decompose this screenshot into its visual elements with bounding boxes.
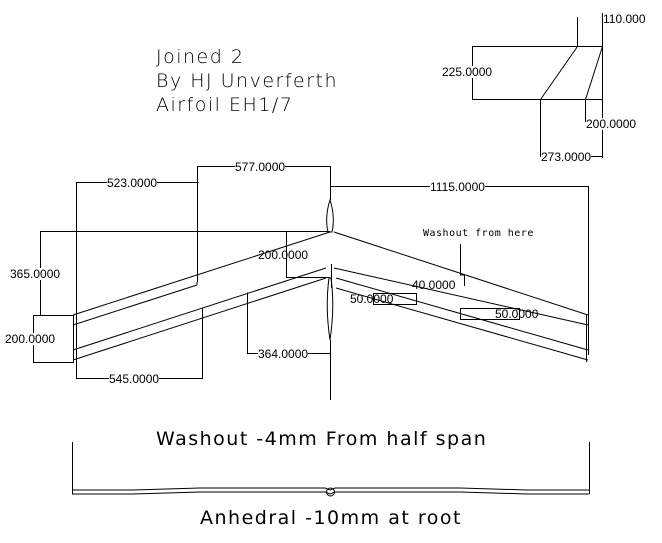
dim-200-center-label: 200.0000 [258, 248, 309, 262]
washout-leader-line [460, 244, 465, 286]
dim-40-label: 40.0000 [412, 278, 456, 292]
dim-273-label: 273.0000 [541, 150, 592, 164]
dim-364-label: 364.0000 [258, 347, 309, 361]
dim-545-label: 545.0000 [109, 372, 160, 386]
dim-365-line [40, 231, 330, 315]
fuselage-circle [326, 487, 335, 497]
dim-577-label: 577.0000 [235, 160, 286, 174]
planform [33, 166, 589, 400]
dim-200-center-line [286, 231, 330, 278]
rear-wing-te-right [335, 287, 589, 361]
title-line-2: By HJ Unverferth [156, 70, 339, 92]
dim-110-label: 110.000 [603, 12, 646, 26]
rear-wing-te-left [72, 277, 327, 361]
dim-1115-label: 1115.0000 [430, 180, 485, 194]
wing-lower-profile [72, 491, 589, 495]
title-line-1: Joined 2 [156, 46, 245, 68]
washout-marker-box [460, 308, 520, 320]
dim-50-left-label: 50.0000 [350, 292, 394, 306]
washout-marker-box [373, 293, 417, 305]
dim-364-line [247, 292, 330, 354]
front-wing-te-right [333, 267, 589, 326]
dim-577-line [197, 166, 331, 282]
tip-leading-edge [540, 46, 578, 100]
front-wing-te-left [72, 284, 198, 326]
washout-note: Washout from here [423, 228, 534, 239]
washout-caption: Washout -4mm From half span [156, 428, 488, 450]
dim-365-label: 365.0000 [10, 267, 61, 281]
lower-fin-outline [326, 277, 334, 341]
dim-1115-line [330, 186, 589, 355]
anhedral-caption: Anhedral -10mm at root [200, 507, 462, 529]
dim-523-line [76, 182, 199, 343]
dim-523-label: 523.0000 [107, 176, 158, 190]
wing-upper-profile [72, 487, 589, 491]
upper-fin-outline [326, 198, 334, 233]
tip-trailing-edge [585, 46, 603, 100]
rear-wing-le-right [335, 277, 589, 351]
dim-200-root-label: 200.0000 [5, 332, 56, 346]
front-view [72, 442, 590, 497]
rear-wing-le-left [72, 267, 327, 351]
title-line-3: Airfoil EH1/7 [156, 94, 294, 116]
dim-50-right-label: 50.0000 [495, 307, 539, 321]
dim-200-tip-label: 200.0000 [586, 117, 637, 131]
front-wing-le-left [72, 231, 331, 316]
dim-225-label: 225.0000 [442, 65, 493, 79]
tip-detail [472, 13, 603, 158]
